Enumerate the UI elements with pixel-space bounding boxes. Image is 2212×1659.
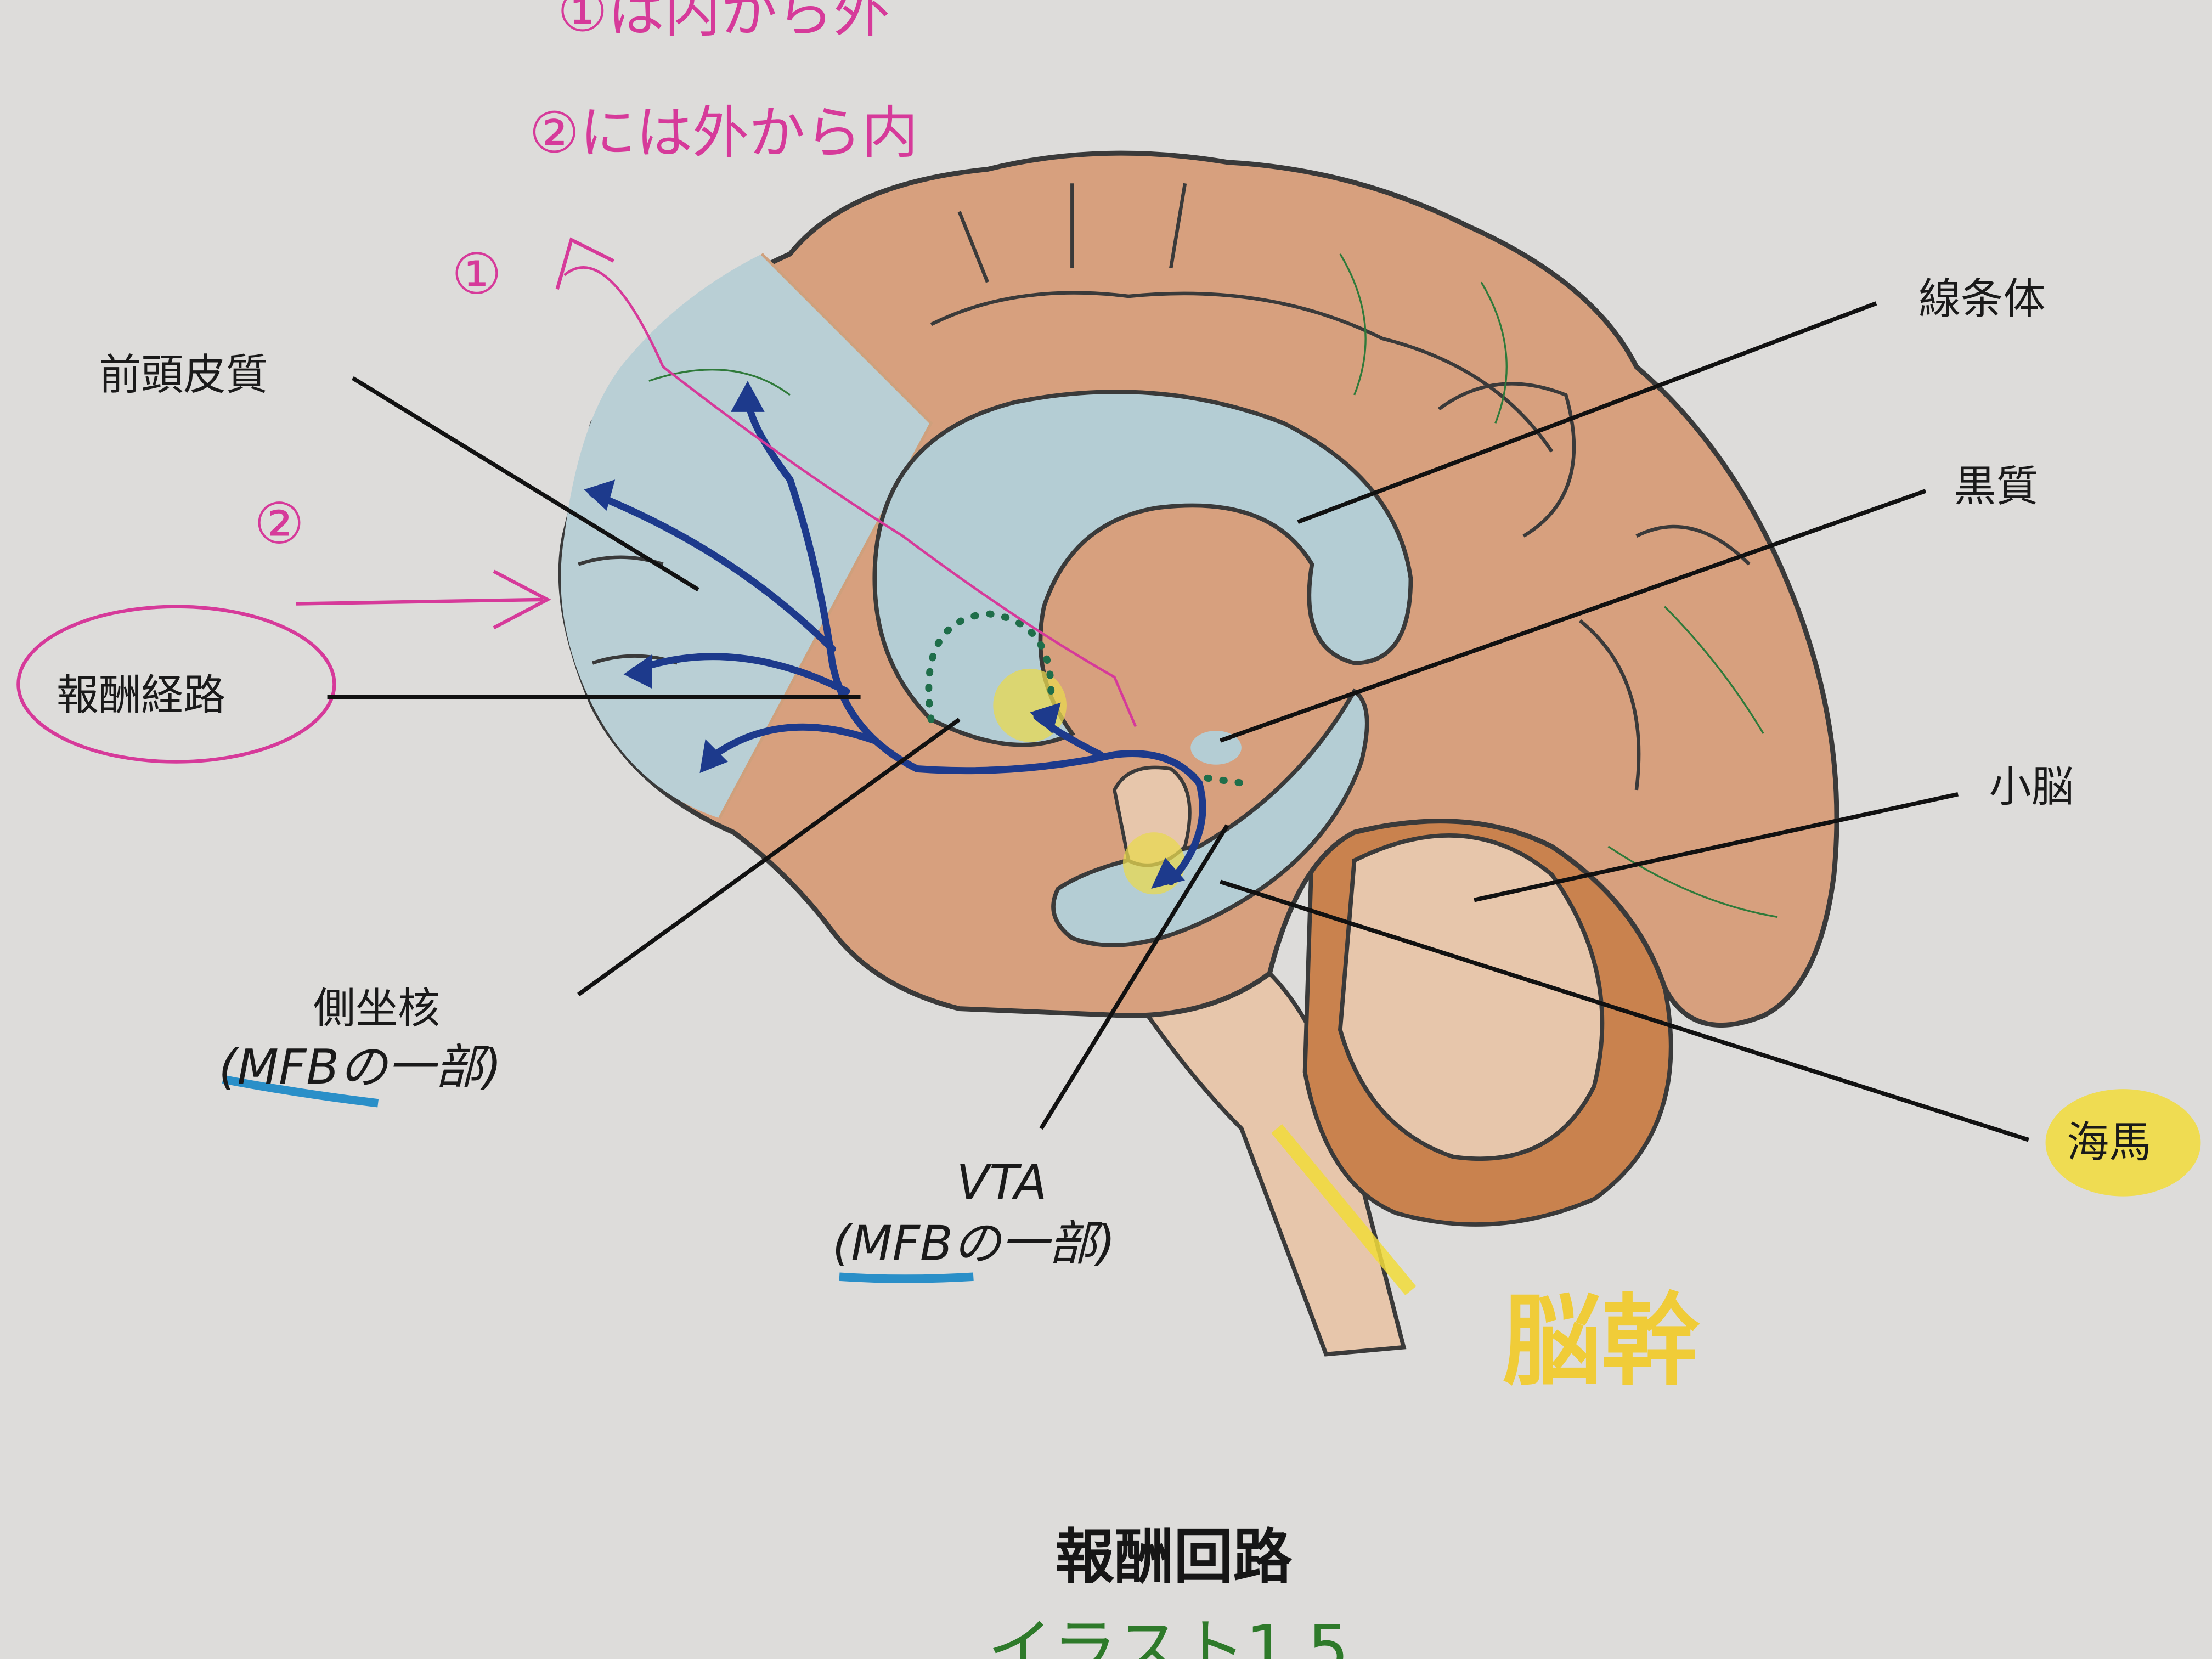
yellow-handwritten-note: 脳幹 [1503,1284,1701,1399]
caption-subtitle: イラスト1.5 [988,1611,1349,1659]
marker-2: ② [254,492,304,557]
yellow-marker-stroke [1271,1124,1417,1296]
handwritten-arrow-2 [296,569,551,630]
handwritten-arrow-1 [555,237,615,290]
region-boundary [718,253,933,819]
label-hippocampus: 海馬 [2067,1118,2151,1167]
note-2: ②には外から内 [529,101,918,166]
mfb-underline-1 [222,1075,379,1108]
label-reward-pathway: 報酬経路 [57,670,226,720]
leader-lines [327,301,2029,1142]
hippocampus-label-highlight [2045,1089,2201,1197]
dotted-path [925,610,1055,723]
label-nucleus-accumbens-note: (MFBの一部) [219,1039,502,1095]
caption-title: 報酬回路 [1055,1523,1293,1592]
mfb-underline-2 [839,1272,974,1283]
label-prefrontal-cortex: 前頭皮質 [99,351,268,400]
note-1: ①は内から外 [557,0,890,45]
label-substantia-nigra: 黒質 [1954,462,2038,511]
arrowheads [584,381,1185,889]
striatum [872,390,1413,747]
prefrontal-region [561,253,932,819]
handwritten-circle [16,605,336,764]
sulci [578,183,1751,791]
label-vta-note: (MFBの一部) [832,1215,1115,1271]
label-vta: VTA [956,1155,1047,1211]
marker-1: ① [452,242,502,307]
vessels [648,253,1778,918]
label-striatum: 線条体 [1918,274,2045,324]
label-nucleus-accumbens: 側坐核 [313,984,440,1033]
handwritten-line-1 [563,266,1137,727]
label-cerebellum: 小脳 [1989,763,2074,812]
brainstem [1125,971,1407,1357]
cerebellum-inner [1338,833,1605,1161]
